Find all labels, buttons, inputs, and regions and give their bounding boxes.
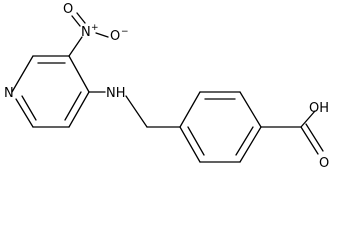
bond-b4-b5 <box>239 126 262 163</box>
double-bond-c-o-a <box>300 126 319 155</box>
bond-c-oh <box>300 110 316 128</box>
bond-c4-c5 <box>68 91 90 128</box>
structure-diagram: O N + O − N NH OH O <box>4 2 329 171</box>
pyridine-ring <box>11 55 90 128</box>
double-bond-c-o-b <box>305 123 324 152</box>
bond-c3-nitro <box>68 36 83 57</box>
structure-canvas: O N + O − N NH OH O <box>4 2 330 171</box>
nitro-n-label: N <box>81 25 91 40</box>
bond-n1-c2 <box>11 55 34 93</box>
bond-b3-b4 <box>239 91 262 128</box>
nitro-o2-label: O <box>110 29 120 44</box>
bond-c6-n1 <box>15 98 34 128</box>
bond-c3-c4 <box>68 55 90 93</box>
double-bond-n-o1a <box>71 15 81 27</box>
double-bond-b6-b1 <box>187 126 205 156</box>
double-bond-n-o1b <box>76 12 86 24</box>
nitro-o1-label: O <box>63 2 73 17</box>
amine-linker <box>88 91 181 128</box>
bond-b1-b2 <box>179 91 201 128</box>
pyridine-n-label: N <box>4 86 14 101</box>
nitro-group <box>68 12 109 57</box>
nitro-o2-charge: − <box>121 27 129 37</box>
double-bond-b4-b5 <box>235 126 254 156</box>
acid-o-label: O <box>319 156 329 171</box>
amine-label: NH <box>106 86 126 101</box>
nitro-n-charge: + <box>91 23 99 33</box>
double-bond-c4-c5 <box>64 91 82 121</box>
bond-n-o2 <box>95 32 109 38</box>
bond-nh-ch2 <box>125 95 148 128</box>
benzene-ring <box>179 91 262 163</box>
double-bond-c6-n1 <box>21 95 37 121</box>
acid-oh-label: OH <box>309 101 329 116</box>
bond-b6-b1 <box>179 126 201 163</box>
carboxylic-acid <box>260 110 324 155</box>
